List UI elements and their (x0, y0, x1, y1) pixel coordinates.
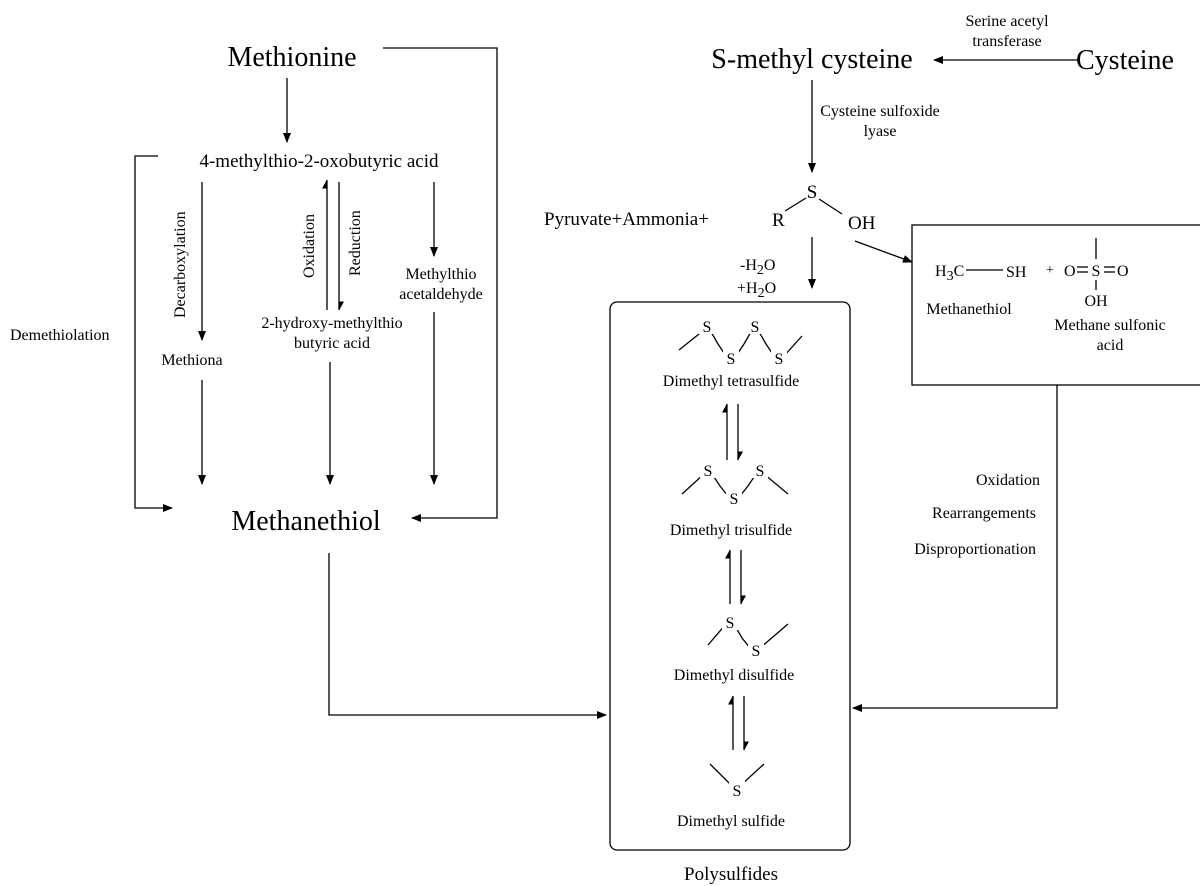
byproducts-label: Pyruvate+Ammonia+ (544, 209, 709, 230)
conversion-oxidation: Oxidation (976, 472, 1040, 489)
aldehyde-line1: Methylthio (405, 266, 476, 283)
bond-r-s (784, 197, 807, 212)
plus-h2o-sub: 2 (758, 286, 765, 301)
trisulfide-s3: S (756, 463, 765, 480)
trisulfide-s1: S (704, 463, 713, 480)
tetrasulfide-s4: S (775, 351, 784, 368)
plus-h2o-tail: O (765, 280, 777, 297)
methionine-label: Methionine (227, 42, 356, 73)
sulfenic-oh: OH (848, 213, 876, 234)
cysteine-label: Cysteine (1076, 45, 1174, 76)
minus-h2o-tail: O (764, 257, 776, 274)
disulfide-s1: S (726, 615, 735, 632)
plus-h2o-label: +H2O (737, 280, 776, 301)
sulfenic-r: R (772, 210, 785, 231)
tetrasulfide-s-mask (698, 316, 714, 334)
minus-h2o-label: -H2O (740, 257, 775, 278)
tetrasulfide-s2: S (727, 351, 736, 368)
arrow-sulfenic-to-side-box (854, 240, 913, 263)
aldehyde-line2: acetaldehyde (399, 286, 483, 303)
h3c-c: C (954, 263, 965, 280)
trisulfide-s-mask (752, 460, 768, 478)
plus-h2o-prefix: +H (737, 280, 758, 297)
side-methanethiol-label: Methanethiol (926, 301, 1012, 318)
methanethiol-product-label: Methanethiol (231, 506, 381, 537)
hydroxy-acid-line1: 2-hydroxy-methylthio (261, 315, 402, 332)
oxidation-label: Oxidation (301, 214, 318, 278)
arrow-side-box-to-polysulfides (852, 385, 1058, 712)
tetrasulfide-s-mask (747, 316, 763, 334)
trisulfide-s-mask (700, 460, 716, 478)
minus-h2o-prefix: -H (740, 257, 757, 274)
bond-s-oh (818, 198, 843, 215)
h3c-sub: 3 (947, 269, 954, 284)
conversion-rearrangements: Rearrangements (932, 505, 1036, 522)
polysulfides-title: Polysulfides (684, 864, 778, 885)
demethiolation-bracket (134, 155, 173, 512)
conversion-disproportionation: Disproportionation (914, 541, 1036, 558)
disulfide-s-mask (722, 612, 738, 630)
decarboxylation-label: Decarboxylation (172, 211, 189, 318)
sulfide-s: S (733, 783, 742, 800)
h3c-label: H3C (935, 263, 964, 284)
demethiolation-label: Demethiolation (10, 327, 110, 344)
sulfoxide-lyase-line2: lyase (864, 123, 897, 140)
trisulfide-s-mask (726, 488, 742, 506)
tetrasulfide-s-mask (771, 348, 787, 366)
disulfide-s2: S (752, 643, 761, 660)
methiona-label: Methiona (161, 352, 222, 369)
sulfoxide-lyase-line1: Cysteine sulfoxide (820, 103, 940, 120)
sulfenic-s: S (807, 182, 818, 203)
msa-line1: Methane sulfonic (1054, 317, 1166, 334)
trisulfide-s2: S (730, 491, 739, 508)
plus-sign: + (1046, 263, 1054, 278)
intermediate-label: 4-methylthio-2-oxobutyric acid (199, 151, 439, 172)
arrow-methionine-direct (383, 47, 498, 522)
minus-h2o-sub: 2 (757, 263, 764, 278)
h3c-h: H (935, 263, 947, 280)
compound-label-sulfide: Dimethyl sulfide (677, 813, 785, 830)
polysulfides-box (609, 301, 851, 851)
arrow-methanethiol-to-polysulfides (328, 553, 607, 719)
sh-label: SH (1006, 264, 1027, 281)
reduction-label: Reduction (347, 210, 364, 276)
compound-label-disulfide: Dimethyl disulfide (674, 667, 794, 684)
sulfide-s-mask (729, 780, 745, 798)
serine-transferase-line2: transferase (972, 33, 1041, 50)
serine-transferase-line1: Serine acetyl (965, 13, 1049, 30)
compound-label-tetrasulfide: Dimethyl tetrasulfide (663, 373, 799, 390)
tetrasulfide-s1: S (703, 319, 712, 336)
sulfonic-s: S (1092, 263, 1101, 280)
compound-label-trisulfide: Dimethyl trisulfide (670, 522, 792, 539)
tetrasulfide-s3: S (751, 319, 760, 336)
sulfonic-o-right: O (1117, 263, 1129, 280)
sulfonic-o-left: O (1064, 263, 1076, 280)
disulfide-s-mask (748, 640, 764, 658)
hydroxy-acid-line2: butyric acid (294, 335, 370, 352)
tetrasulfide-s-mask (723, 348, 739, 366)
s-methyl-cysteine-label: S-methyl cysteine (711, 44, 912, 75)
sulfonic-oh: OH (1084, 293, 1108, 310)
msa-line2: acid (1097, 337, 1124, 354)
